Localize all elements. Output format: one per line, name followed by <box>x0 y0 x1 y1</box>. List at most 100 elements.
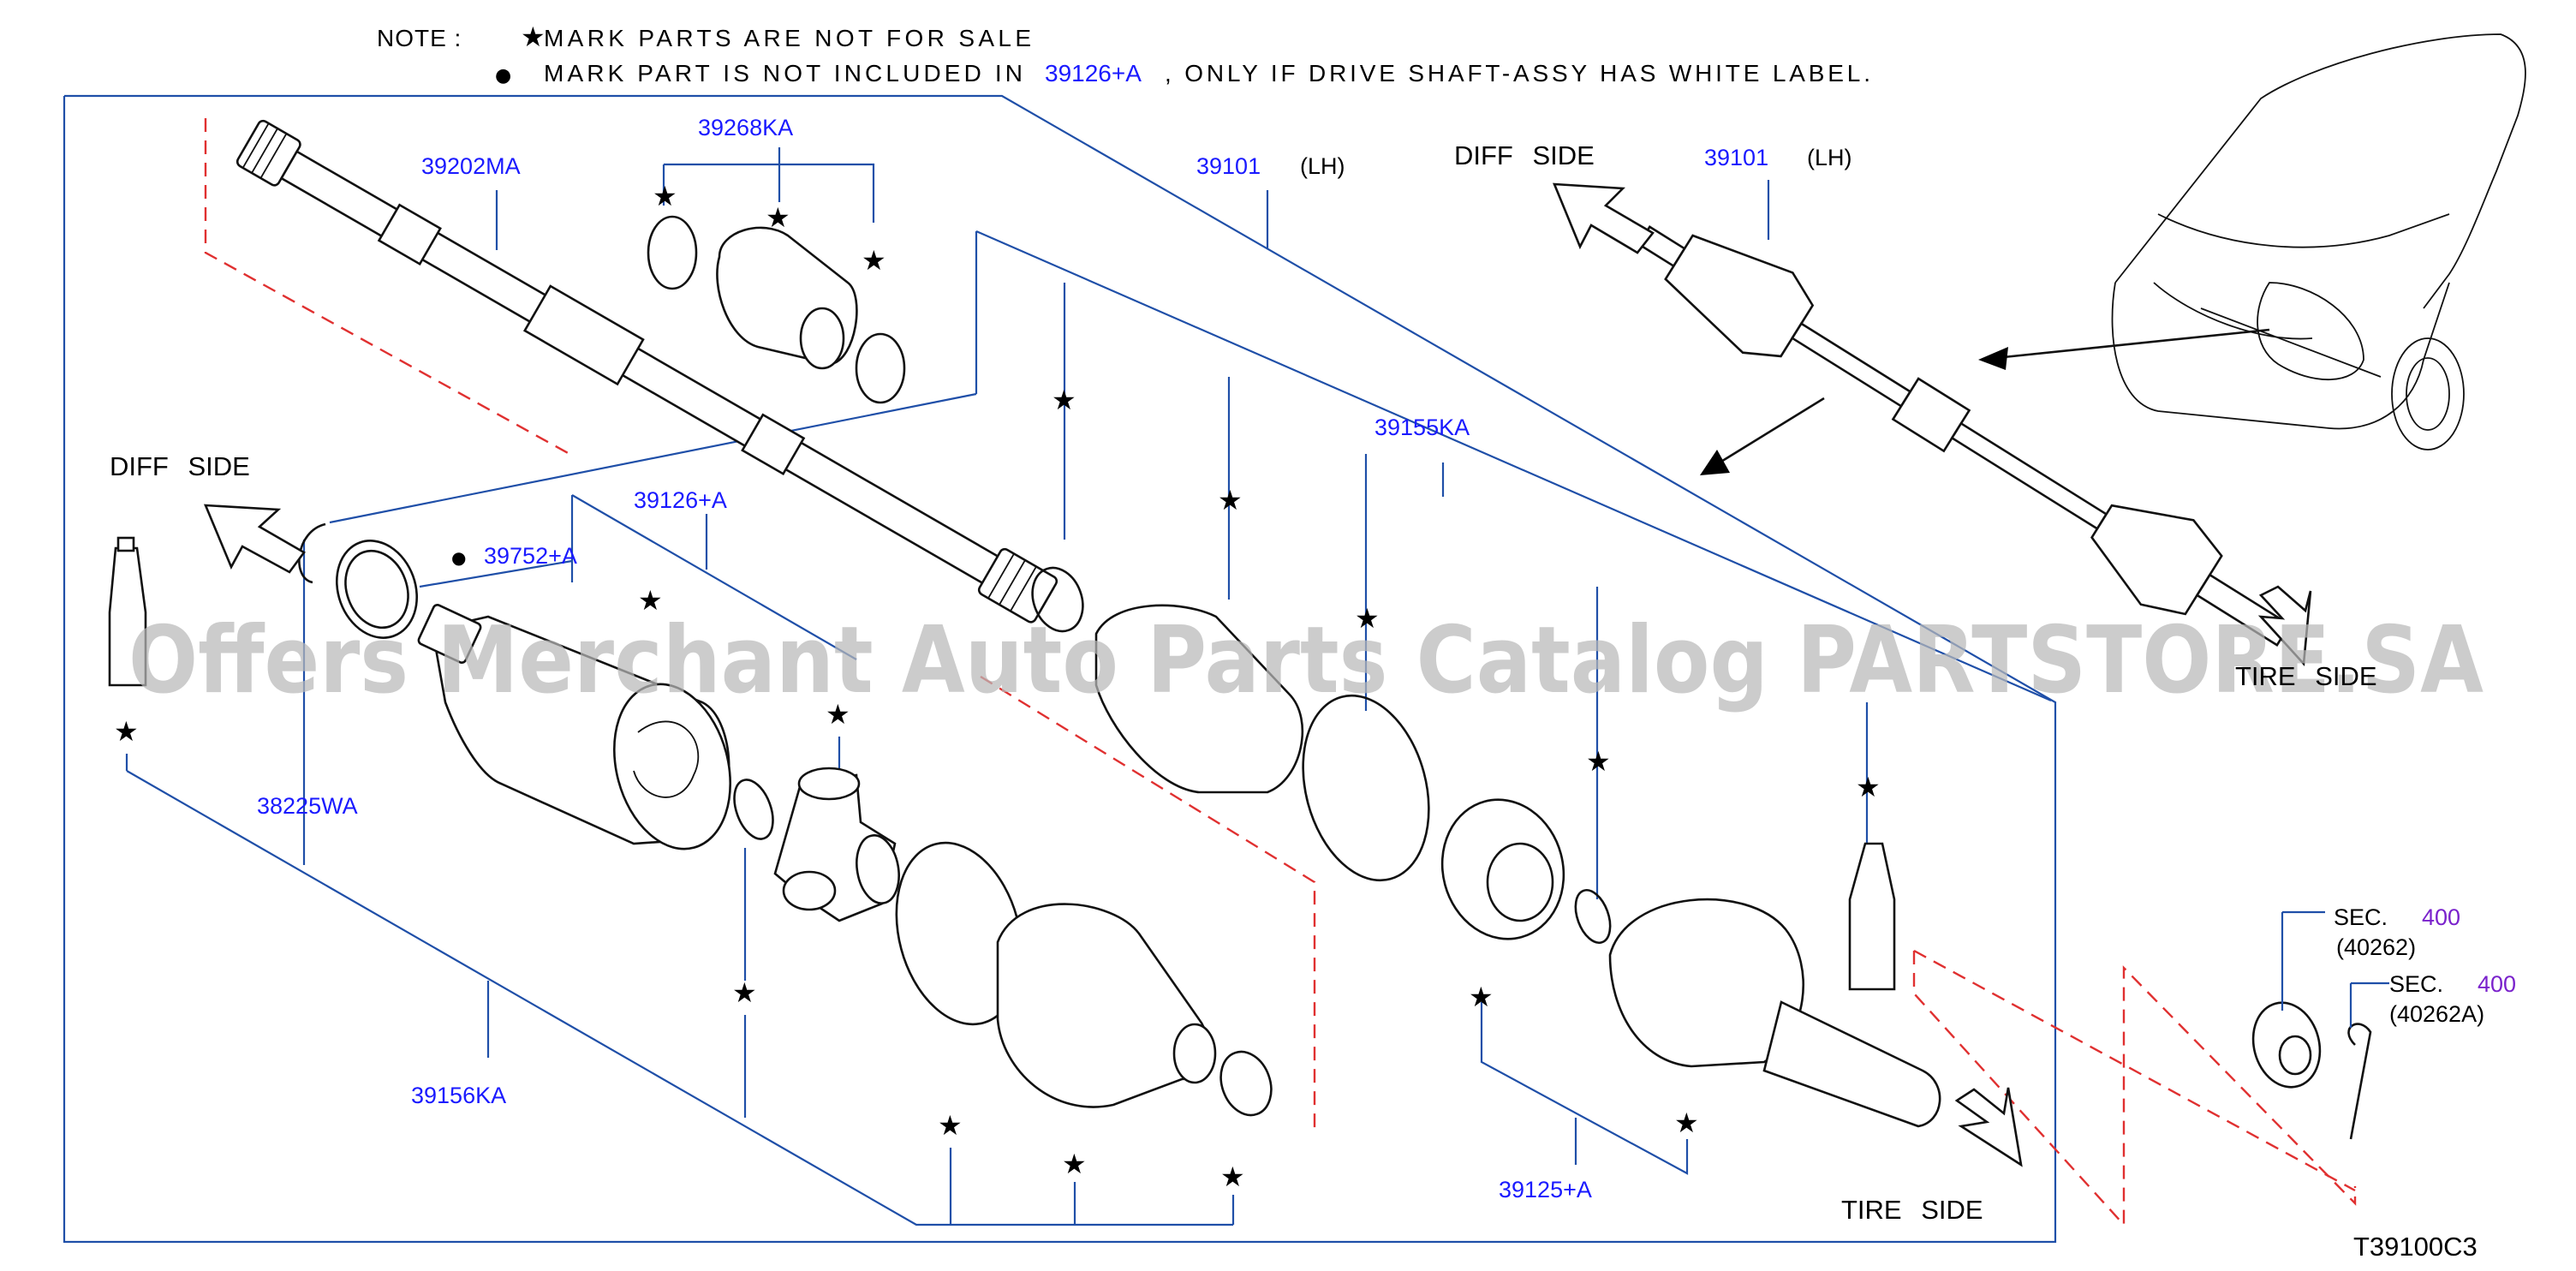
star-icon: ★ <box>1220 1161 1245 1193</box>
spider-roller-top <box>797 767 861 801</box>
car-wheel <box>2391 337 2465 451</box>
outer-joint-stub <box>1762 1000 1941 1128</box>
grease-tube-left[interactable] <box>108 536 147 687</box>
clamp-band-1 <box>647 215 698 290</box>
assy-outer-boot <box>2090 504 2223 616</box>
spider-roller-left <box>782 870 837 911</box>
note-block: NOTE : ★ MARK PARTS ARE NOT FOR SALE ● M… <box>377 21 1870 87</box>
star-icon: ★ <box>732 976 757 1009</box>
group-39126A <box>571 494 857 660</box>
star-icon: ★ <box>862 244 886 277</box>
hub-nut-hole <box>2278 1035 2312 1076</box>
circlip-and-seal[interactable] <box>298 522 430 649</box>
car-grille <box>2153 282 2313 340</box>
star-icon: ★ <box>638 584 663 617</box>
car-wheel-hub <box>2406 357 2450 431</box>
pointer-arrow-1 <box>1995 328 2270 360</box>
hub-nut[interactable] <box>2244 995 2329 1095</box>
boot-body <box>996 903 1208 1108</box>
star-icon: ★ <box>1062 1148 1087 1180</box>
part-39101-main[interactable]: 39101 <box>1196 153 1261 179</box>
car-illustration <box>2111 33 2526 451</box>
leader-segment <box>329 392 977 524</box>
star-markers: ★ ★ ★ ★ ★ ★ ★ ★ ★ ★ ★ ★ ★ ★ ★ ★ ★ <box>114 180 1881 1193</box>
assy-shaft-2 <box>1950 421 2108 531</box>
watermark: Offers Merchant Auto Parts Catalog PARTS… <box>128 607 2484 714</box>
pointer-arrow-2-head <box>1700 450 1730 475</box>
part-39155KA[interactable]: 39155KA <box>1374 415 1470 440</box>
pointer-arrow-1-head <box>1978 347 2008 370</box>
grease-tube-body <box>1848 842 1896 991</box>
leader-39752A <box>419 559 573 588</box>
tire-side-arrow-car <box>2257 585 2312 667</box>
part-39101-main-side: (LH) <box>1300 153 1345 179</box>
inner-joint-housing[interactable] <box>417 604 748 862</box>
part-39202MA[interactable]: 39202MA <box>421 153 521 179</box>
boot-band-small[interactable] <box>1213 1045 1280 1123</box>
cage-bore <box>1486 842 1554 922</box>
grease-tube-body <box>108 546 147 687</box>
spline-lines <box>242 122 1037 612</box>
shaft-collar-2 <box>741 413 806 476</box>
dust-seal-inner <box>344 549 409 630</box>
leader-39268KA <box>664 163 875 223</box>
part-39752A[interactable]: 39752+A <box>484 543 577 569</box>
sec-number-2[interactable]: 400 <box>2478 971 2516 997</box>
part-39125A[interactable]: 39125+A <box>1499 1177 1592 1202</box>
part-39156KA[interactable]: 39156KA <box>411 1083 506 1108</box>
damper-kit[interactable] <box>647 215 906 404</box>
shaft-spline-end-2 <box>977 547 1058 624</box>
assy-shaft-1 <box>1790 322 1912 409</box>
sec-ref-1: (40262) <box>2336 934 2416 960</box>
outer-joint[interactable] <box>1608 898 1941 1128</box>
car-roofline <box>2114 33 2526 309</box>
clamp-band-2 <box>855 332 906 404</box>
inner-boot[interactable] <box>996 903 1217 1108</box>
diff-side-label-top: DIFF SIDE <box>1454 140 1595 170</box>
spider-roller-right <box>856 834 900 904</box>
outer-boot-body <box>1094 604 1304 794</box>
sec-label-1: SEC. <box>2334 904 2388 930</box>
assembled-drive-shaft[interactable] <box>1618 194 2310 677</box>
outer-joint-bell <box>1608 898 1804 1068</box>
note-label: NOTE : <box>377 25 462 51</box>
cotter-pin[interactable] <box>2347 1023 2372 1140</box>
car-drive-shaft-location <box>2200 307 2382 378</box>
part-39101-car[interactable]: 39101 <box>1704 145 1768 170</box>
part-39101-car-side: (LH) <box>1807 145 1852 170</box>
star-icon: ★ <box>1052 384 1076 416</box>
inner-race-cage[interactable] <box>1427 786 1579 953</box>
group-39156KA <box>126 770 1233 1226</box>
group-39125A <box>1480 1002 1689 1175</box>
intermediate-shaft[interactable] <box>236 119 1058 624</box>
sec-number-1[interactable]: 400 <box>2422 904 2460 930</box>
phantom-line-hub-2 <box>1913 949 2356 1192</box>
part-38225WA[interactable]: 38225WA <box>257 793 358 819</box>
shaft-collar <box>377 203 442 266</box>
diff-side-arrow-top <box>1553 182 1655 254</box>
tripod-spider[interactable] <box>773 767 904 922</box>
star-icon: ★ <box>766 201 790 234</box>
note-line-2-ref[interactable]: 39126+A <box>1045 60 1142 87</box>
star-icon: ★ <box>938 1109 963 1142</box>
phantom-line-shaft <box>204 118 570 456</box>
star-icon: ★ <box>1469 981 1494 1013</box>
outer-boot[interactable] <box>1094 604 1304 794</box>
housing-face <box>612 683 732 850</box>
car-hood-line <box>2157 213 2450 248</box>
phantom-line-boot <box>980 675 1316 1131</box>
outer-band-small[interactable] <box>1024 561 1092 639</box>
outer-band-large[interactable] <box>1284 682 1448 895</box>
part-39126A[interactable]: 39126+A <box>634 487 727 513</box>
grease-tube-right[interactable] <box>1848 842 1896 991</box>
tire-side-arrow-bottom <box>1954 1087 2023 1167</box>
star-icon: ★ <box>114 715 139 748</box>
star-icon: ★ <box>521 21 546 53</box>
outer-snap-ring[interactable] <box>1569 886 1617 947</box>
diff-side-arrow-left <box>204 504 306 574</box>
grease-tube-cap <box>116 536 135 552</box>
star-icon: ★ <box>653 180 677 212</box>
part-39268KA[interactable]: 39268KA <box>698 115 793 140</box>
snap-ring[interactable] <box>727 774 780 844</box>
assy-inner-boot <box>1664 234 1815 358</box>
